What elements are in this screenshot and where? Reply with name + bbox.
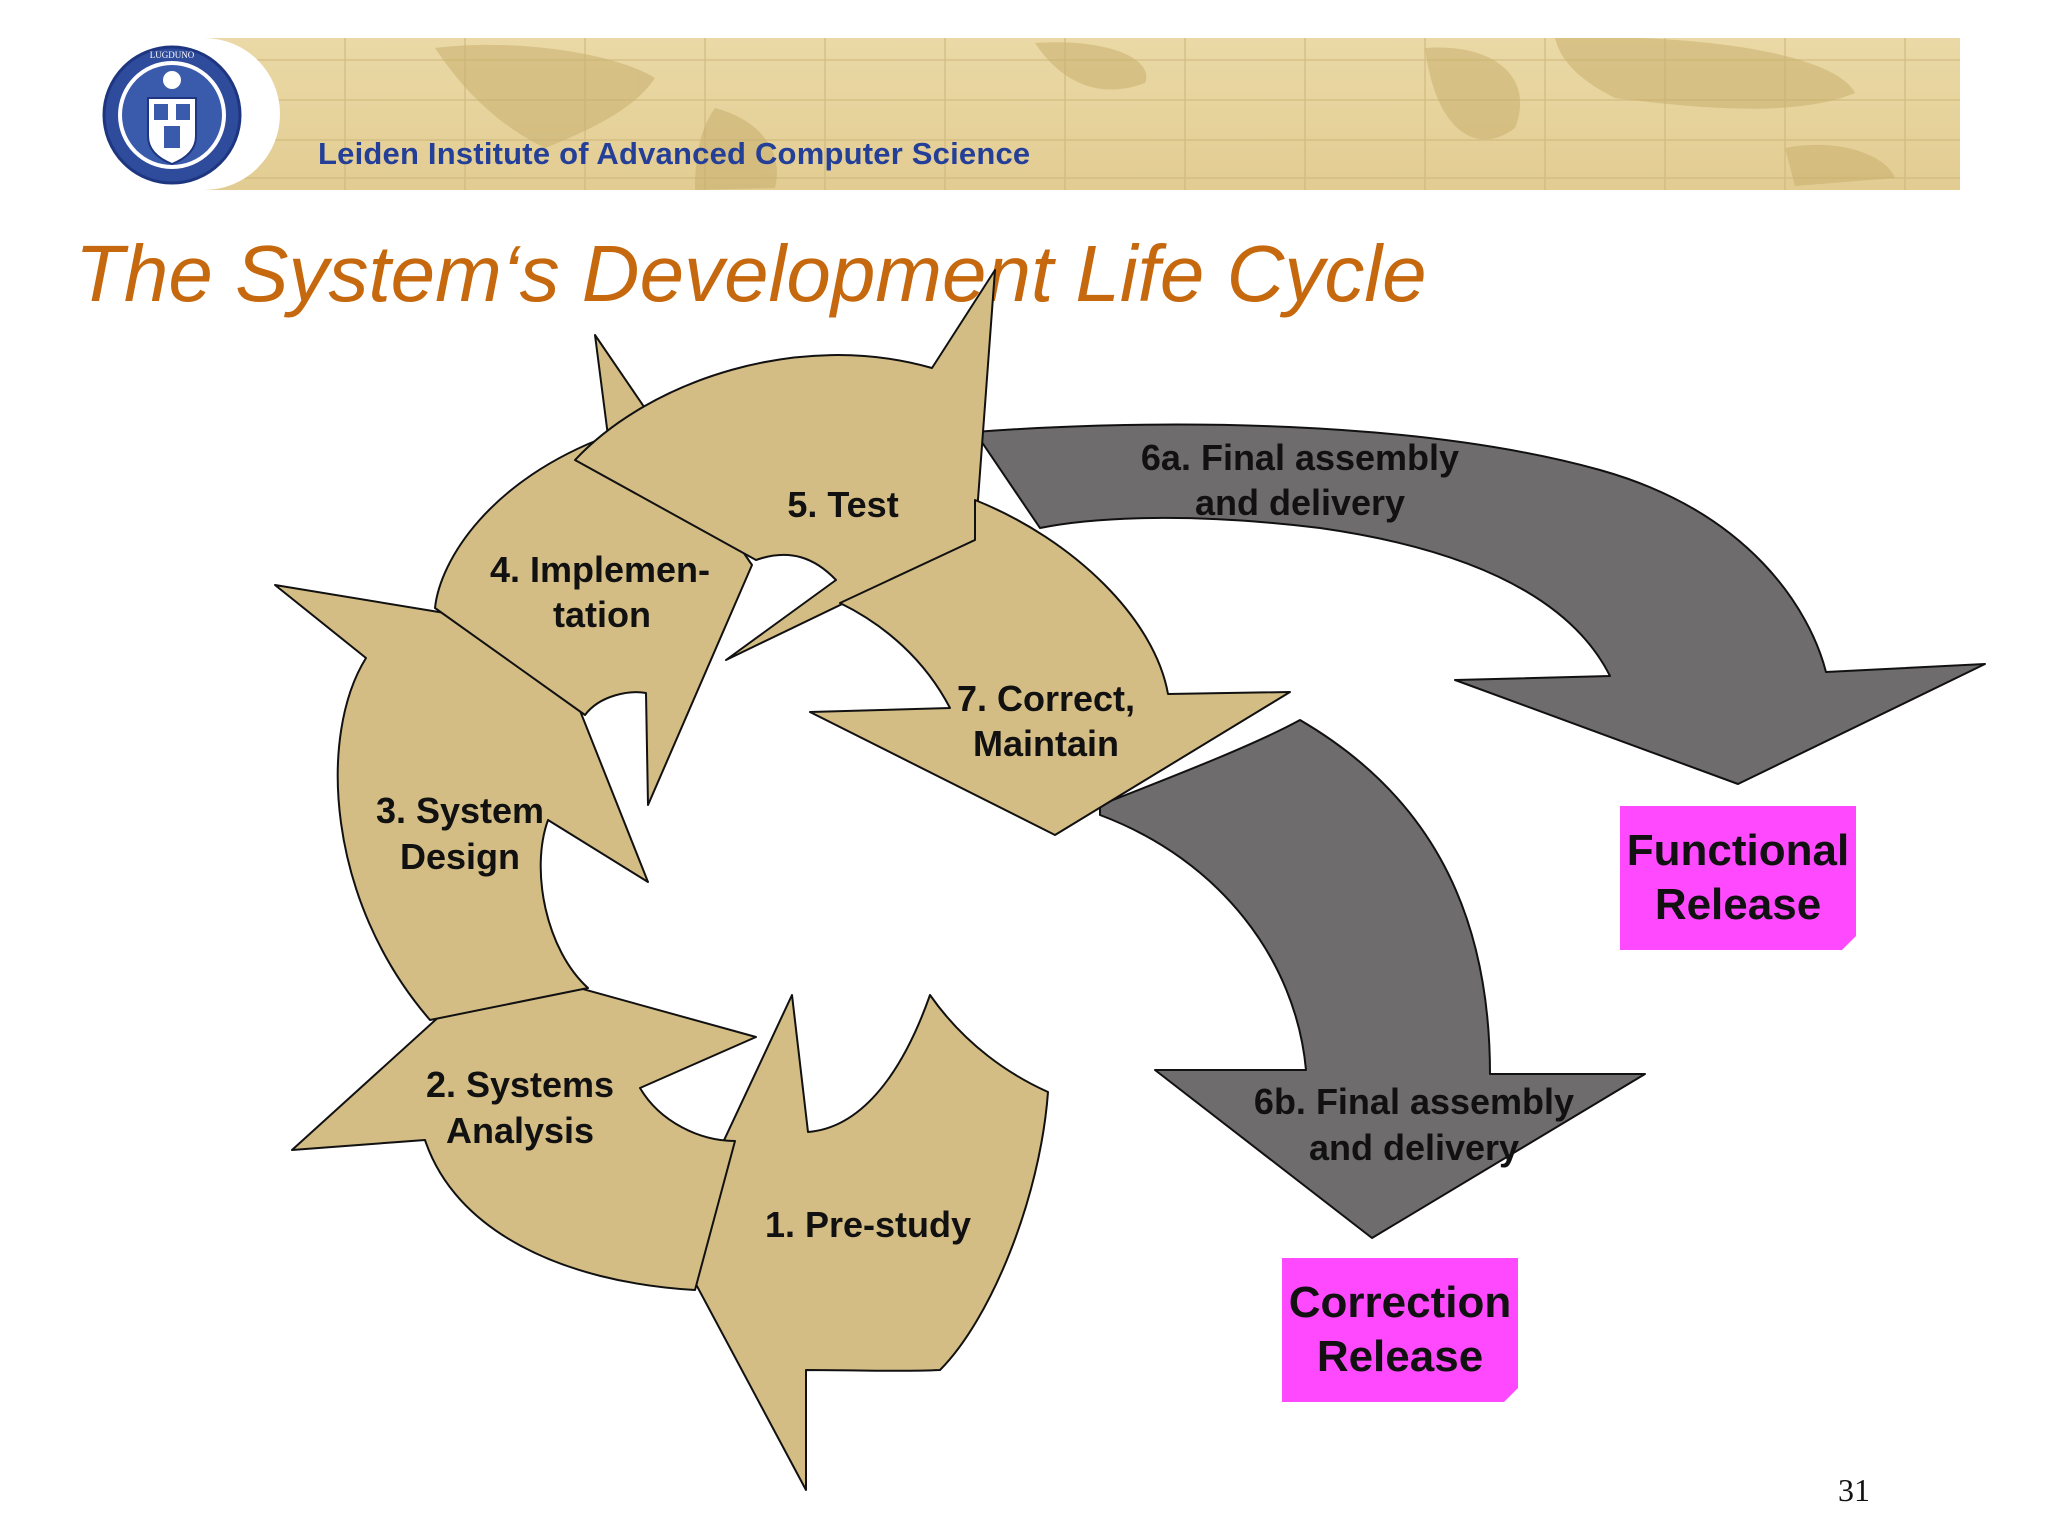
step-label-systems-analysis-2: Analysis	[446, 1110, 594, 1151]
world-map-background	[95, 38, 1960, 190]
step-label-system-design: 3. System	[376, 790, 544, 831]
step-label-prestudy: 1. Pre-study	[765, 1204, 971, 1245]
delivery-label-6b: 6b. Final assembly	[1254, 1081, 1574, 1122]
cycle-arrow-test	[574, 269, 996, 661]
cycle-arrow-correct-maintain	[809, 499, 1291, 836]
step-label-correct-maintain-2: Maintain	[973, 723, 1119, 764]
step-label-system-design-2: Design	[400, 836, 520, 877]
functional-release-line1: Functional	[1626, 826, 1850, 875]
delivery-label-6a-2: and delivery	[1195, 482, 1405, 523]
correction-release-box: Correction Release	[1282, 1258, 1518, 1402]
slide-title: The System‘s Development Life Cycle	[75, 229, 1427, 318]
page-number: 31	[1838, 1472, 1870, 1508]
delivery-label-6b-2: and delivery	[1309, 1127, 1519, 1168]
step-label-implementation: 4. Implemen-	[490, 549, 710, 590]
delivery-arrow-6a	[974, 423, 1986, 785]
university-seal-icon: LUGDUNO	[102, 45, 242, 185]
step-label-implementation-2: tation	[553, 594, 651, 635]
svg-text:LUGDUNO: LUGDUNO	[150, 50, 195, 60]
cycle-arrow-prestudy	[674, 994, 1049, 1491]
delivery-arrow-6b	[1099, 719, 1646, 1239]
step-label-systems-analysis: 2. Systems	[426, 1064, 614, 1105]
cycle-arrow-systems-analysis	[291, 964, 757, 1291]
correction-release-line1: Correction	[1288, 1278, 1512, 1327]
functional-release-box: Functional Release	[1620, 806, 1856, 950]
functional-release-line2: Release	[1654, 880, 1822, 929]
step-label-correct-maintain: 7. Correct,	[957, 678, 1135, 719]
institute-name: Leiden Institute of Advanced Computer Sc…	[318, 136, 1031, 171]
step-label-test: 5. Test	[787, 484, 898, 525]
delivery-label-6a: 6a. Final assembly	[1141, 437, 1459, 478]
correction-release-line2: Release	[1316, 1332, 1484, 1381]
